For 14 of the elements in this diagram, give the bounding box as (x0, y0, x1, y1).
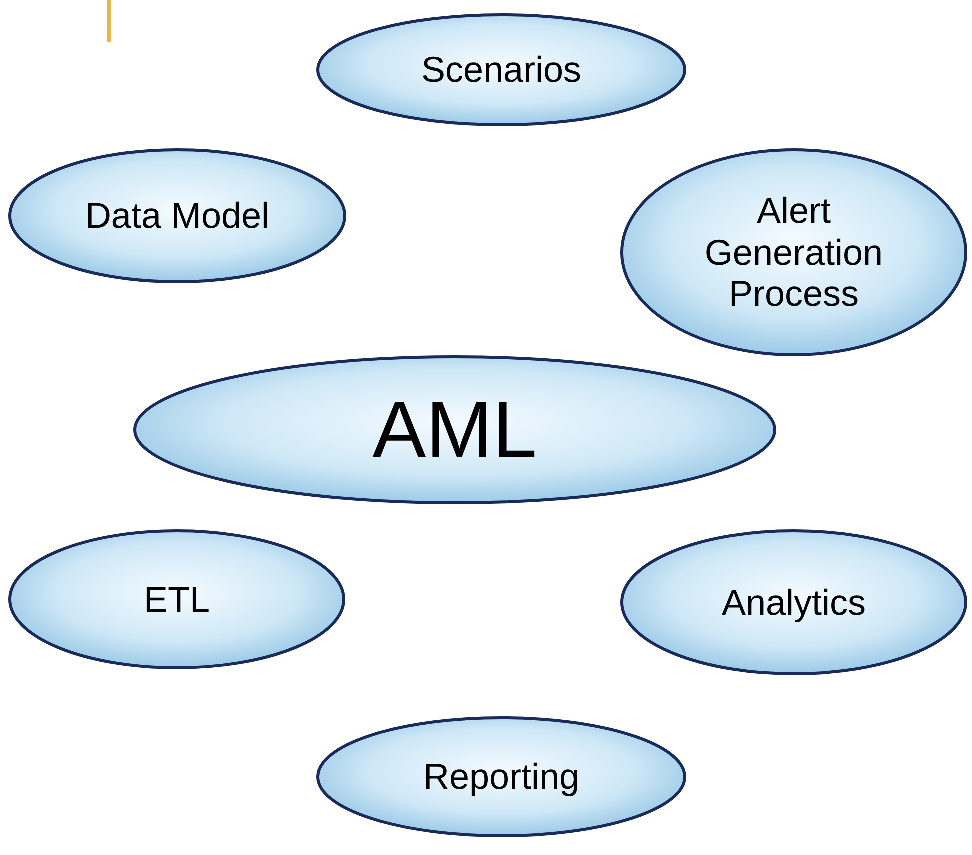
node-label: Alert Generation Process (704, 190, 884, 315)
node-label: AML (372, 384, 538, 476)
node-label: ETL (144, 578, 210, 620)
ellipse-node (620, 529, 968, 676)
ellipse-node (8, 148, 347, 284)
ellipse-node (316, 13, 687, 127)
ellipse-node (620, 148, 968, 357)
node-label: Reporting (423, 756, 580, 798)
node-label: Scenarios (421, 49, 582, 91)
node-label: Analytics (722, 582, 866, 624)
ellipse-node (8, 529, 346, 670)
ellipse-node (316, 716, 687, 838)
ellipse-node (133, 355, 777, 505)
node-label: Data Model (85, 195, 270, 237)
